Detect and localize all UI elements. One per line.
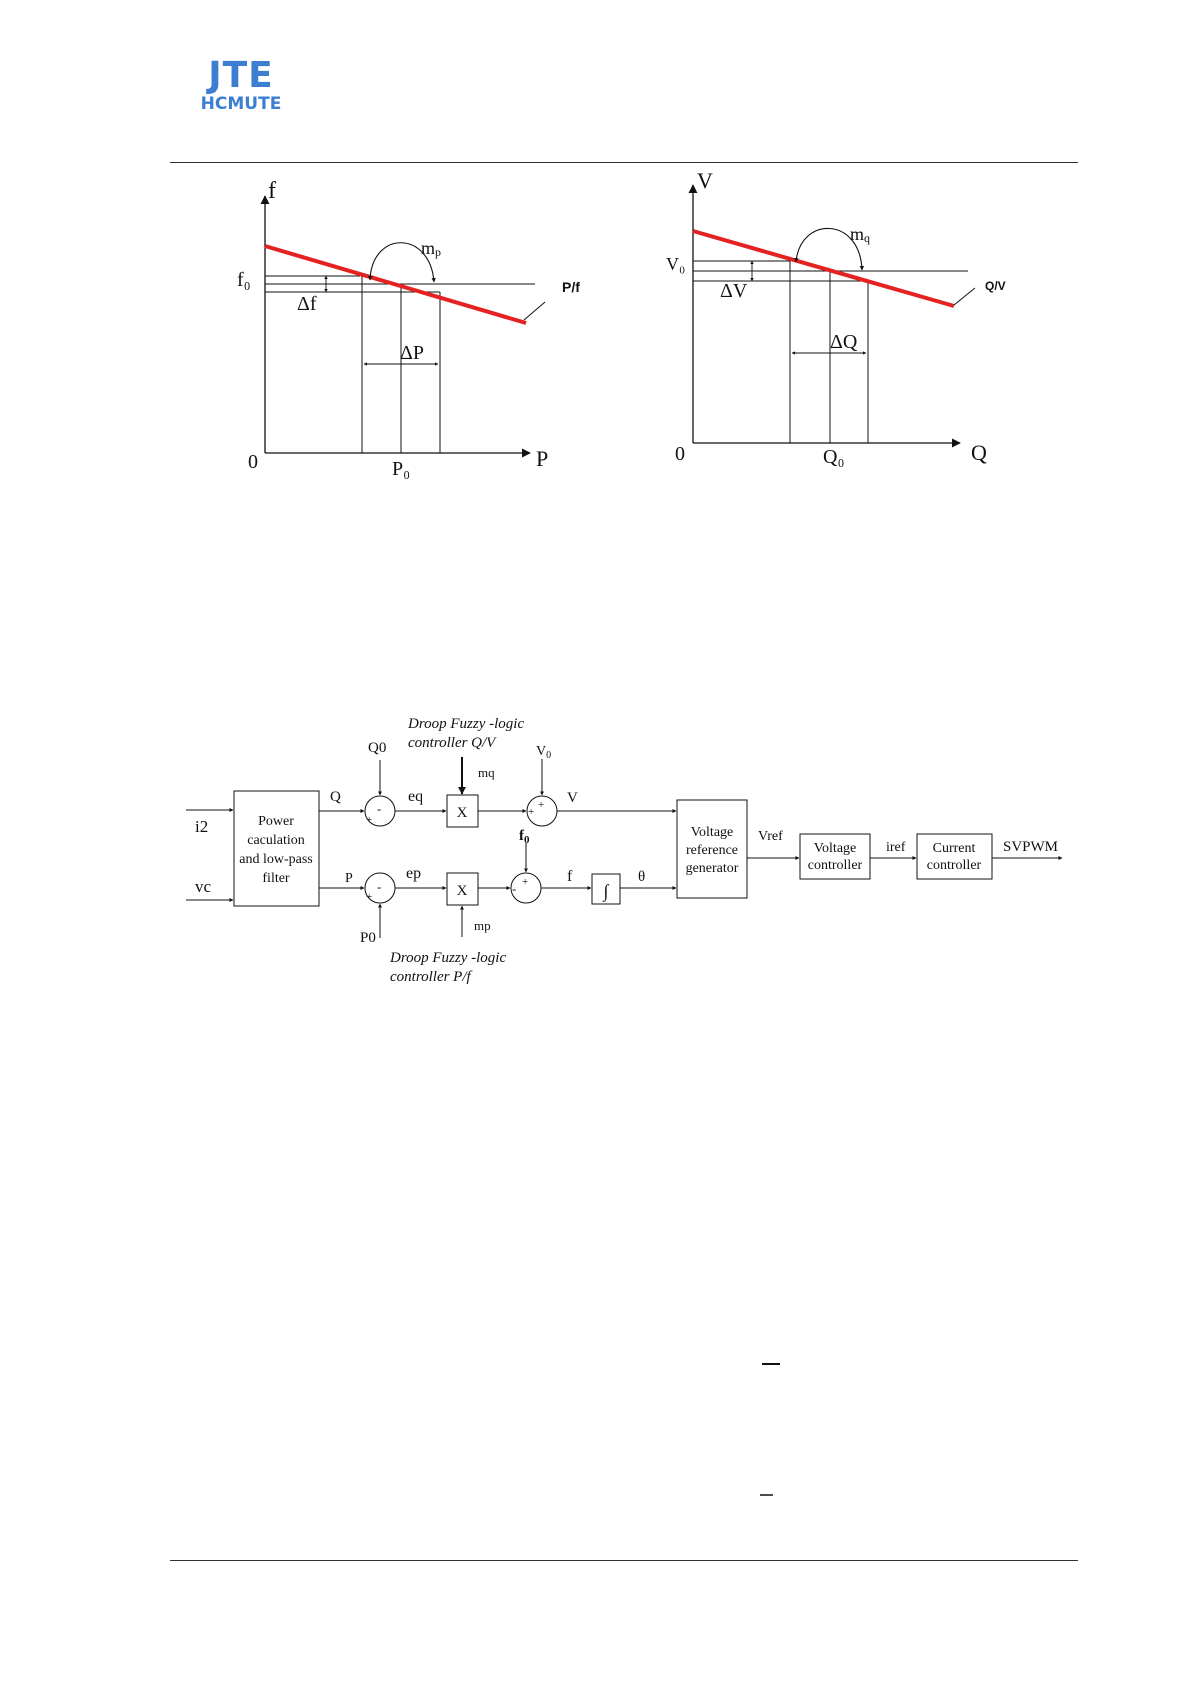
- qv-nominal-x-label: Q₀: [823, 446, 844, 468]
- logo-line-2: HCMUTE: [200, 94, 282, 114]
- svpwm-output-label: SVPWM: [1003, 839, 1058, 855]
- voltage-controller-block: [799, 833, 871, 880]
- power-block-line-2: caculation: [247, 833, 305, 848]
- qv-delta-y-label: ΔV: [720, 280, 748, 302]
- control-block-diagram: i2 vc Power caculation and low-pass filt…: [186, 716, 1063, 985]
- f0-label: f0: [519, 828, 530, 846]
- theta-signal-label: θ: [638, 869, 645, 885]
- vref-block-line-1: Voltage: [691, 825, 734, 840]
- mp-label: mp: [474, 918, 491, 933]
- p-multiplier-label: X: [457, 883, 468, 899]
- v-sum-plus-left: +: [528, 806, 534, 818]
- input-i2-label: i2: [195, 817, 208, 836]
- power-block-line-1: Power: [258, 814, 294, 829]
- f-sum-plus-top: +: [522, 876, 528, 888]
- qv-slope-arc: [794, 227, 865, 271]
- pf-x-axis-label: P: [536, 446, 548, 471]
- pf-delta-x-label: ΔP: [400, 342, 424, 364]
- pf-controller-caption-2: controller P/f: [390, 969, 473, 985]
- qv-curve-leader: [953, 287, 976, 306]
- mq-label: mq: [478, 765, 495, 780]
- qv-controller-caption-2: controller Q/V: [408, 735, 497, 751]
- p-multiplier-block: [446, 872, 479, 906]
- header-rule: [170, 162, 1078, 163]
- pf-droop-line: [264, 244, 527, 325]
- qv-origin-label: 0: [675, 443, 685, 465]
- footer-rule: [170, 1560, 1078, 1561]
- eq-signal-label: eq: [408, 788, 423, 805]
- qv-droop-figure: V Q 0 mq Q/V V₀ ΔV ΔQ Q₀: [666, 168, 1006, 468]
- pf-curve-leader: [523, 301, 546, 321]
- pf-slope-label: mp: [421, 238, 441, 259]
- pf-nominal-x-label: P₀: [392, 458, 410, 480]
- journal-logo: JTE HCMUTE: [191, 55, 291, 115]
- vref-block-line-3: generator: [686, 861, 739, 876]
- v-signal-label: V: [567, 790, 578, 806]
- q-multiplier-label: X: [457, 805, 468, 821]
- power-block-line-4: filter: [262, 871, 290, 886]
- vref-block-line-2: reference: [686, 843, 738, 858]
- qv-nominal-y-label: V₀: [666, 254, 685, 274]
- qv-delta-x-label: ΔQ: [830, 331, 858, 353]
- ictrl-block-line-2: controller: [927, 858, 982, 873]
- pf-y-axis-label: f: [268, 178, 276, 204]
- f-sum-minus-left: -: [512, 881, 516, 896]
- voltage-reference-generator-block: [676, 799, 748, 899]
- v-sum-plus-top: +: [538, 799, 544, 811]
- q-signal-label: Q: [330, 789, 341, 805]
- p-sum-plus: +: [366, 891, 372, 903]
- ep-signal-label: ep: [406, 865, 421, 882]
- vctrl-block-line-2: controller: [808, 858, 863, 873]
- pf-controller-caption-1: Droop Fuzzy -logic: [389, 950, 506, 966]
- logo-line-1: JTE: [208, 55, 274, 96]
- pf-origin-label: 0: [248, 451, 258, 473]
- pf-slope-arc: [367, 242, 436, 283]
- ictrl-block-line-1: Current: [933, 841, 976, 856]
- input-vc-label: vc: [195, 877, 212, 896]
- v0-label: V0: [536, 744, 551, 761]
- qv-x-axis-label: Q: [971, 440, 987, 465]
- pf-droop-figure: f P 0 mp P/f f₀ Δf ΔP P₀: [237, 178, 580, 480]
- integrator-label: ∫: [603, 881, 610, 902]
- qv-y-axis-label: V: [697, 168, 713, 193]
- p-sum-minus: -: [377, 879, 381, 894]
- current-controller-block: [916, 833, 993, 880]
- vref-signal-label: Vref: [758, 829, 783, 844]
- pf-curve-label: P/f: [562, 279, 580, 295]
- qv-slope-label: mq: [850, 224, 870, 245]
- q-sum-minus: -: [377, 801, 381, 816]
- iref-signal-label: iref: [886, 840, 906, 855]
- pf-nominal-y-label: f₀: [237, 269, 251, 291]
- integrator-block: [591, 873, 621, 905]
- p0-label: P0: [360, 930, 376, 946]
- f-signal-label: f: [567, 868, 573, 885]
- vctrl-block-line-1: Voltage: [814, 841, 857, 856]
- power-calculation-block: [233, 790, 320, 907]
- q0-label: Q0: [368, 740, 386, 756]
- qv-curve-label: Q/V: [985, 279, 1006, 293]
- qv-controller-caption-1: Droop Fuzzy -logic: [407, 716, 524, 732]
- q-sum-plus: +: [366, 814, 372, 826]
- p-signal-label: P: [345, 871, 353, 886]
- pf-delta-y-label: Δf: [297, 293, 317, 315]
- power-block-line-3: and low-pass: [239, 852, 313, 867]
